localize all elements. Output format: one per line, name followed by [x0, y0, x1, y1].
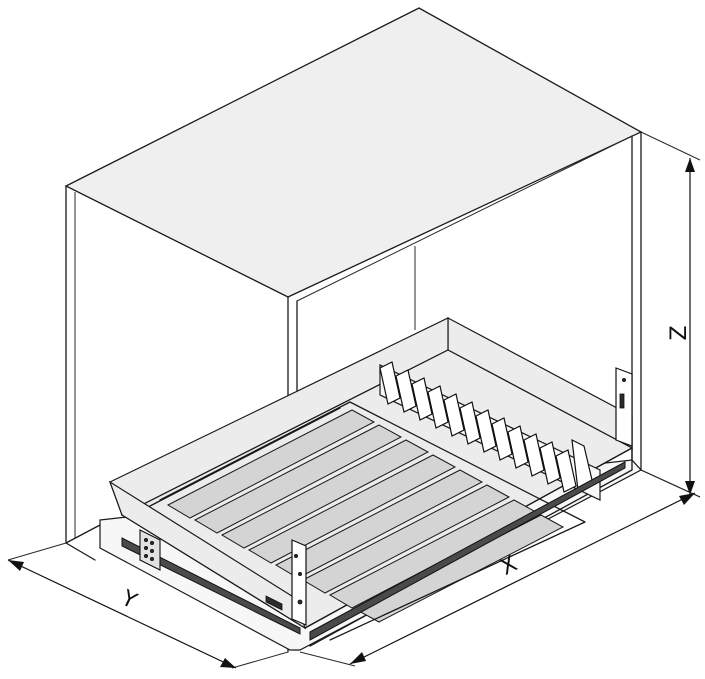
rack-tooth [539, 441, 561, 485]
slat [247, 454, 457, 564]
dimension-arrow [350, 652, 366, 664]
front-runner [309, 461, 626, 641]
cabinet-left-side [65, 185, 96, 561]
front-left-bracket [139, 529, 307, 626]
dimension-y-label: Y [116, 586, 140, 615]
plate-rack [379, 361, 601, 501]
rack-tooth [491, 417, 513, 461]
rack-tooth [507, 425, 529, 469]
rack-tooth [475, 409, 497, 453]
slat [193, 424, 403, 534]
slat [166, 409, 376, 519]
rack-tooth [523, 433, 545, 477]
dimension-y-line [7, 559, 237, 669]
cabinet-top-panel [64, 7, 643, 298]
rack-tooth [459, 401, 481, 445]
dimension-arrow [220, 658, 236, 668]
front-upright-bracket [291, 539, 307, 626]
rack-tooth [427, 385, 449, 429]
dimension-arrow [8, 560, 24, 571]
dimension-z-label: Z [667, 325, 692, 340]
dimension-x-label: X [497, 552, 522, 581]
rack-tooth [555, 449, 577, 493]
slat [274, 469, 484, 579]
dimension-z: Z [640, 131, 701, 498]
rack-tooth [443, 393, 465, 437]
slat [301, 484, 511, 594]
tray-slats [149, 401, 586, 641]
drawer-runners [121, 461, 626, 641]
left-runner [121, 537, 301, 635]
rack-tooth [411, 377, 433, 421]
rack-tooth [395, 369, 417, 413]
dimension-arrow [679, 493, 695, 505]
rack-tooth [379, 361, 401, 405]
rear-right-bracket [615, 367, 633, 447]
dimension-arrow [685, 481, 695, 495]
dimension-x-line [349, 492, 696, 665]
slat [220, 439, 430, 549]
dimension-arrow [685, 158, 695, 172]
